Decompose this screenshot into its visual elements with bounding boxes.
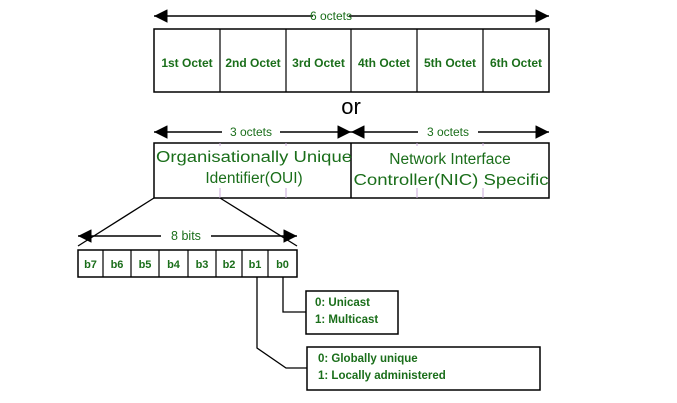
octet-3: 3rd Octet xyxy=(292,56,345,70)
bit-b4: b4 xyxy=(167,259,181,271)
bit-b2: b2 xyxy=(223,259,236,271)
b1-note-global: 0: Globally unique xyxy=(318,353,418,365)
bit-b3: b3 xyxy=(196,259,209,271)
nic-title-line2: Controller(NIC) Specific xyxy=(354,172,549,189)
b0-connector xyxy=(282,277,306,313)
oui-title-line2: Identifier(OUI) xyxy=(205,170,302,187)
b0-note-multicast: 1: Multicast xyxy=(315,314,378,326)
expand-line-right xyxy=(219,197,298,247)
bit-b5: b5 xyxy=(139,259,152,271)
oui-nic-row: Organisationally Unique Identifier(OUI) … xyxy=(153,142,550,199)
eight-bits-label: 8 bits xyxy=(171,229,201,243)
octet-row: 1st Octet 2nd Octet 3rd Octet 4th Octet … xyxy=(153,28,550,93)
oui-title-line1: Organisationally Unique xyxy=(156,149,352,166)
oui-span-label: 3 octets xyxy=(230,125,272,139)
or-separator: or xyxy=(341,94,361,119)
bit-b1: b1 xyxy=(249,259,262,271)
octet-5: 5th Octet xyxy=(424,56,476,70)
octet-4: 4th Octet xyxy=(358,56,410,70)
b1-connector xyxy=(256,277,307,369)
b1-note-local: 1: Locally administered xyxy=(318,370,446,382)
expand-line-left xyxy=(77,197,155,247)
b0-note-unicast: 0: Unicast xyxy=(315,297,370,309)
bit-b7: b7 xyxy=(84,259,97,271)
bit-row: b7 b6 b5 b4 b3 b2 b1 b0 xyxy=(77,249,298,278)
bit-b0: b0 xyxy=(276,259,289,271)
nic-title-line1: Network Interface xyxy=(389,151,510,168)
octet-2: 2nd Octet xyxy=(225,56,280,70)
six-octets-label: 6 octets xyxy=(310,9,352,23)
octet-1: 1st Octet xyxy=(161,56,212,70)
b0-note-box: 0: Unicast 1: Multicast xyxy=(305,290,399,335)
bit-b6: b6 xyxy=(111,259,124,271)
b1-note-box: 0: Globally unique 1: Locally administer… xyxy=(306,346,541,391)
nic-span-label: 3 octets xyxy=(427,125,469,139)
octet-6: 6th Octet xyxy=(490,56,542,70)
